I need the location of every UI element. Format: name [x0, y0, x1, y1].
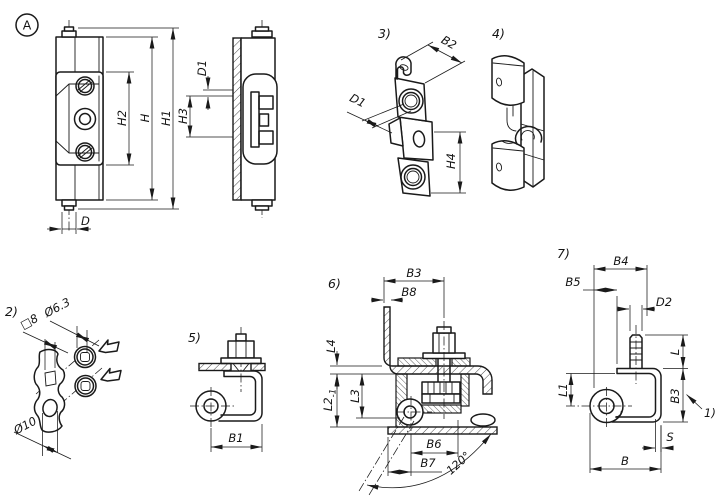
press-arrow-icon: [98, 339, 120, 354]
press-arrow-icon: [100, 367, 122, 382]
dim-label-l1: L1: [556, 383, 570, 397]
dim-label-h4: H4: [444, 153, 458, 169]
dim-label-d2: D2: [656, 295, 672, 309]
dim-label-b4: B4: [613, 254, 628, 268]
marker-letter: A: [23, 18, 32, 33]
dim-label-b6: B6: [426, 437, 441, 451]
grommet: [73, 345, 97, 369]
view-3-isometric-leaf: 3) B2 D1 H4: [346, 26, 466, 197]
dim-label-h2: H2: [115, 110, 129, 126]
dim-label-hole-dia: Ø10: [10, 414, 38, 438]
view-7-bracket-profile: 7) B4 B5 D2 L B3 1) S B L1: [556, 246, 716, 473]
view-label-7: 7): [557, 246, 570, 261]
dim-label-b3-profile: B3: [668, 388, 682, 403]
dim-label-l3: L3: [348, 389, 362, 403]
dim-label-d1-section: D1: [195, 60, 209, 76]
view-label-2: 2): [5, 304, 18, 319]
dim-label-b8: B8: [401, 285, 416, 299]
dim-label-d: D: [81, 214, 90, 228]
dim-label-square: □8: [18, 311, 41, 332]
dim-label-b5: B5: [565, 275, 580, 289]
dim-label-b3-section: B3: [406, 266, 421, 280]
dim-label-grommet-dia: Ø6.3: [41, 295, 73, 321]
gasket-outline: [33, 348, 66, 433]
dim-label-b2: B2: [439, 33, 459, 53]
view-2-gasket-set: 2) Ø6.3 □8 Ø10: [5, 295, 122, 460]
view-4-isometric-knuckles: 4): [491, 26, 545, 191]
dim-label-d1-iso: D1: [347, 91, 368, 111]
view-label-3: 3): [378, 26, 391, 41]
dim-label-s: S: [666, 430, 673, 444]
dim-label-h3: H3: [176, 108, 190, 124]
view-side-section: D1 H3: [176, 20, 278, 218]
dim-label-b: B: [621, 454, 629, 468]
marker-circle: [15, 13, 39, 37]
dim-label-l2: L2-1: [321, 389, 339, 411]
view-5-bracket-side: 5) B1: [188, 327, 266, 452]
dim-label-l4: L4: [324, 339, 338, 353]
dim-label-b1: B1: [228, 431, 243, 445]
view-label-5: 5): [188, 330, 201, 345]
grommet: [74, 374, 97, 398]
view-label-4: 4): [492, 26, 505, 41]
dim-label-l: L: [668, 349, 682, 355]
dim-label-b7: B7: [420, 456, 436, 470]
profile-sheet-section: [383, 306, 493, 395]
footnote-label-1: 1): [704, 406, 716, 420]
view-label-6: 6): [328, 276, 341, 291]
dim-label-h: H: [138, 113, 152, 122]
dim-label-h1: H1: [159, 110, 173, 126]
view-6-clamp-section: 6) 120° B3 B8 L4 L2-1: [321, 266, 498, 496]
variant-marker: A: [15, 13, 39, 37]
view-front-elevation: H2 H H1 D: [47, 20, 179, 234]
